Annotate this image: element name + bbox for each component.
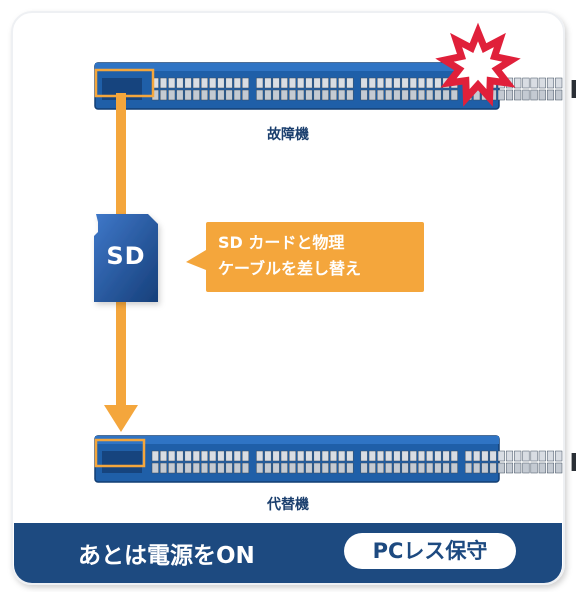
callout-line-1: SD カードと物理: [218, 233, 345, 252]
sd-slot-highlight-bottom: [94, 438, 146, 468]
sd-card-icon: [94, 214, 158, 302]
sd-card-label: SD: [106, 242, 146, 270]
explosion-burst-icon: [435, 22, 521, 107]
faulty-switch-label: 故障機: [267, 127, 309, 143]
footer-badge: PCレス保守: [344, 533, 516, 569]
replacement-switch: [94, 435, 576, 483]
callout-box: SD カードと物理 ケーブルを差し替え: [206, 222, 424, 292]
replacement-switch-label: 代替機: [267, 497, 309, 513]
footer-text: あとは電源をON: [78, 543, 255, 569]
callout-line-2: ケーブルを差し替え: [218, 259, 362, 278]
footer-banner: あとは電源をON PCレス保守: [14, 523, 562, 583]
callout-pointer: [186, 250, 206, 270]
